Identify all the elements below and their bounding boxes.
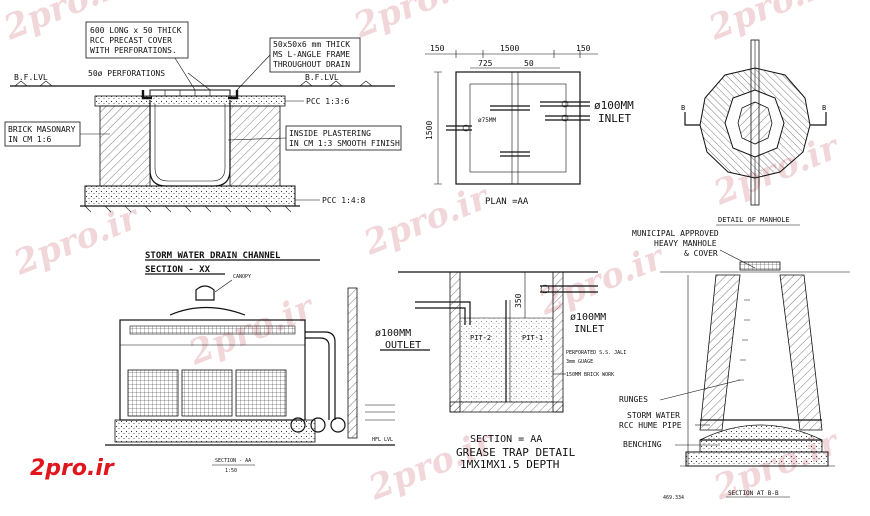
plan-inlet-size: ø100MM (594, 99, 634, 112)
grease-jali-2: 3mm GUAGE (566, 359, 593, 365)
drain-cover-label-1: 600 LONG x 50 THICK (90, 26, 182, 35)
drain-title: STORM WATER DRAIN CHANNEL (145, 251, 281, 261)
drain-cover-label-3: WITH PERFORATIONS. (90, 46, 177, 55)
manhole-section: MUNICIPAL APPROVED HEAVY MANHOLE & COVER… (619, 229, 850, 501)
watermark-4: 2pro.ir (7, 197, 145, 284)
watermark-5: 2pro.ir (357, 177, 495, 264)
manhole-municipal-1: MUNICIPAL APPROVED (632, 229, 719, 238)
plan-dim-left: 150 (430, 44, 445, 53)
grease-trap-section: 350 ø100MM OUTLET ø100MM INLET PIT-2 PIT… (375, 271, 626, 471)
grease-dim-350: 350 (514, 293, 523, 308)
site-logo: 2pro.ir (30, 456, 115, 481)
plan-inlet-label: INLET (598, 112, 631, 125)
plan-label: PLAN =AA (485, 197, 529, 207)
drain-frame-label-2: MS L-ANGLE FRAME (273, 50, 350, 59)
drain-pcc-top-label: PCC 1:3:6 (306, 97, 350, 106)
grease-pit2: PIT-2 (470, 334, 491, 342)
grease-outlet-label: OUTLET (385, 340, 421, 351)
grease-title-1: GREASE TRAP DETAIL (456, 446, 576, 459)
drain-bflvl-left: B.F.LVL (14, 73, 48, 82)
drain-frame-label-1: 50x50x6 mm THICK (273, 40, 350, 49)
manhole-section-label: SECTION AT B-B (728, 490, 779, 497)
grease-section-label: SECTION = AA (470, 434, 542, 445)
drain-section-label: SECTION - XX (145, 265, 211, 275)
plan-pipe-small-label: ø75MM (478, 117, 496, 124)
manhole-benching-label: BENCHING (623, 440, 662, 449)
plan-dim-total: 1500 (500, 44, 519, 53)
drain-bflvl-right: B.F.LVL (305, 73, 339, 82)
drain-perforation-label: 50ø PERFORATIONS (88, 69, 165, 78)
drain-plaster-label-2: IN CM 1:3 SMOOTH FINISH (289, 139, 400, 148)
tower-section-scale: 1:50 (225, 468, 237, 474)
tower-canopy-label: CANOPY (233, 274, 251, 280)
manhole-storm-1: STORM WATER (627, 411, 680, 420)
grease-jali-1: PERFORATED S.S. JALI (566, 350, 626, 356)
grease-brick-label: 150MM BRICK WORK (566, 372, 614, 378)
grease-pit1: PIT-1 (522, 334, 543, 342)
manhole-level: 469.334 (663, 495, 684, 501)
grease-title-2: 1MX1MX1.5 DEPTH (460, 458, 559, 471)
tower-section-label: SECTION - AA (215, 458, 251, 464)
watermark-2: 2pro.ir (347, 0, 485, 47)
drain-plaster-label-1: INSIDE PLASTERING (289, 129, 371, 138)
tower-elevation: STORM WATER DRAIN CHANNEL SECTION - XX C… (105, 251, 395, 474)
manhole-plan-label: DETAIL OF MANHOLE (718, 216, 790, 224)
drain-frame-label-3: THROUGHOUT DRAIN (273, 60, 350, 69)
manhole-plan-b-left: B (681, 104, 685, 112)
storm-drain-section: 600 LONG x 50 THICK RCC PRECAST COVER WI… (4, 21, 402, 213)
drain-brick-label-1: BRICK MASONARY (8, 125, 76, 134)
plan-dim-50: 50 (524, 59, 534, 68)
manhole-plan: B B DETAIL OF MANHOLE (681, 39, 827, 226)
grease-inlet-size: ø100MM (570, 312, 606, 323)
drain-brick-label-2: IN CM 1:6 (8, 135, 52, 144)
drain-pcc-bottom-label: PCC 1:4:8 (322, 196, 366, 205)
manhole-runges-label: RUNGES (619, 395, 648, 404)
drain-cover-label-2: RCC PRECAST COVER (90, 36, 172, 45)
manhole-municipal-2: HEAVY MANHOLE (654, 239, 717, 248)
plan-dim-right: 150 (576, 44, 591, 53)
tower-hfl-label: HFL LVL (372, 437, 393, 443)
plan-dim-725: 725 (478, 59, 493, 68)
plan-dim-height: 1500 (425, 121, 434, 140)
watermark-3: 2pro.ir (702, 0, 840, 49)
grease-trap-plan: 150 1500 150 725 50 1500 ø75MM ø100MM IN… (425, 44, 634, 207)
grease-outlet-size: ø100MM (375, 328, 411, 339)
manhole-storm-2: RCC HUME PIPE (619, 421, 682, 430)
manhole-municipal-3: & COVER (684, 249, 718, 258)
manhole-plan-b-right: B (822, 104, 826, 112)
grease-inlet-label: INLET (574, 324, 604, 335)
